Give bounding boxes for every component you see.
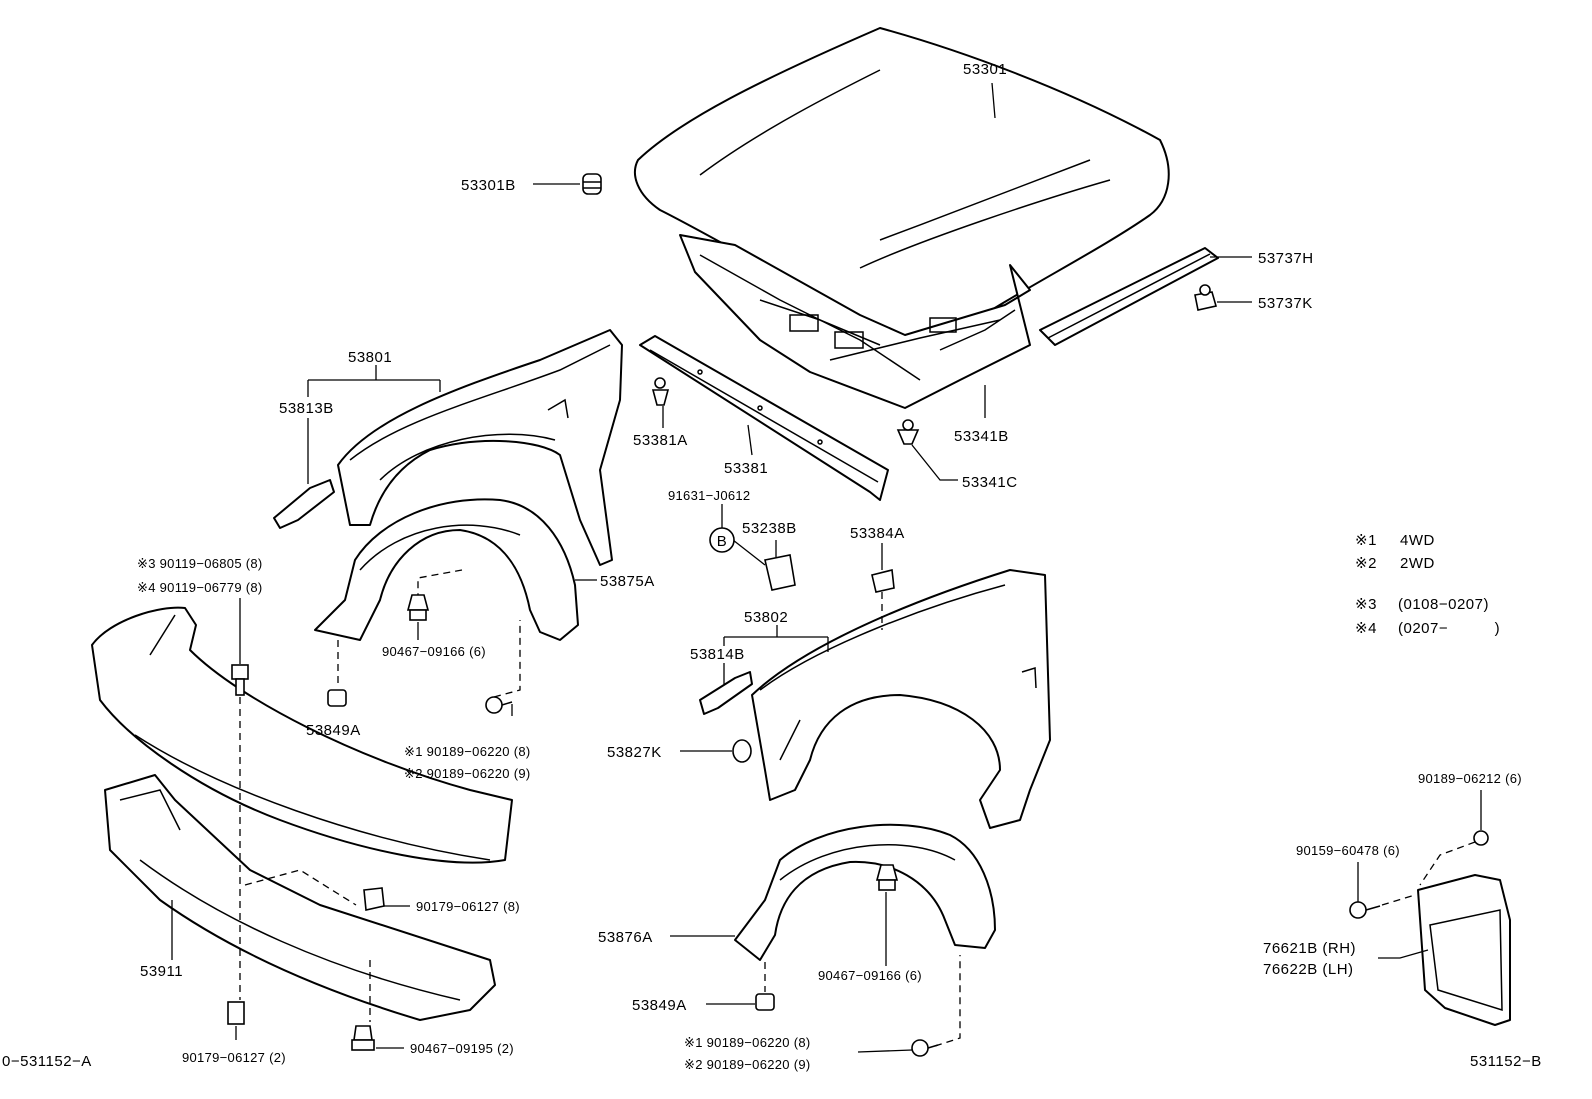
- bracket-53238b: [764, 554, 796, 591]
- legend-text-2: 2WD: [1400, 555, 1435, 572]
- callout-90189-06220-b2: ※2 90189−06220 (9): [684, 1057, 811, 1072]
- leader-lines: [171, 82, 1482, 1053]
- left-fender-panel: [337, 329, 623, 566]
- callout-76621b: 76621B (RH): [1263, 940, 1356, 957]
- callout-90119-06779: ※4 90119−06779 (8): [137, 580, 263, 595]
- bolt-90159-60478: [1349, 901, 1381, 919]
- callout-53814b: 53814B: [690, 646, 745, 663]
- screw-90189-06220-a: [485, 696, 513, 714]
- clip-53737k: [1194, 284, 1218, 311]
- callout-53381a: 53381A: [633, 432, 688, 449]
- mud-flap: [1417, 874, 1511, 1026]
- hood-cushion-53301b: [582, 173, 602, 195]
- legend-mark-2: ※2: [1355, 555, 1377, 572]
- nut-53849a-a: [327, 689, 347, 707]
- legend-mark-3: ※3: [1355, 596, 1377, 613]
- callout-90467-09195: 90467−09195 (2): [410, 1041, 514, 1056]
- right-fender-liner: [734, 823, 996, 961]
- left-fender-liner: [314, 498, 579, 641]
- legend-text-4: (0207− ): [1398, 620, 1500, 637]
- callout-53911: 53911: [140, 963, 183, 980]
- callout-53301: 53301: [963, 61, 1007, 78]
- callout-53238b: 53238B: [742, 520, 797, 537]
- callout-90189-06212: 90189−06212 (6): [1418, 771, 1522, 786]
- clip-90467-09166-b: [875, 864, 899, 891]
- callout-53737h: 53737H: [1258, 250, 1314, 267]
- callout-90189-06220-b1: ※1 90189−06220 (8): [684, 1035, 811, 1050]
- fender-bracket-53813b: [273, 479, 335, 529]
- legend-mark-4: ※4: [1355, 620, 1377, 637]
- callout-90189-06220-a1: ※1 90189−06220 (8): [404, 744, 531, 759]
- svg-text:B: B: [717, 533, 728, 550]
- hood-lock-support-53381: [639, 335, 889, 501]
- cushion-53384a: [871, 569, 895, 593]
- callout-53801: 53801: [348, 349, 392, 366]
- clip-90467-09166-a: [406, 594, 430, 621]
- right-fender-panel: [751, 569, 1051, 829]
- hood-inner-frame: [679, 234, 1031, 409]
- nut-90179-06127-a: [363, 887, 385, 911]
- callout-90189-06220-a2: ※2 90189−06220 (9): [404, 766, 531, 781]
- callout-90467-09166-b: 90467−09166 (6): [818, 968, 922, 983]
- legend-text-3: (0108−0207): [1398, 596, 1489, 613]
- seal-53827k: [732, 739, 752, 763]
- callout-90179-06127-a: 90179−06127 (8): [416, 899, 520, 914]
- callout-53341b: 53341B: [954, 428, 1009, 445]
- callout-53813b: 53813B: [279, 400, 334, 417]
- callout-53802: 53802: [744, 609, 788, 626]
- callout-90179-06127-b: 90179−06127 (2): [182, 1050, 286, 1065]
- circle-marker-b: B: [709, 527, 735, 553]
- front-bumper-cover: [91, 606, 513, 864]
- callout-53341c: 53341C: [962, 474, 1018, 491]
- callout-53876a: 53876A: [598, 929, 653, 946]
- callout-90159-60478: 90159−60478 (6): [1296, 843, 1400, 858]
- footer-code-right: 531152−B: [1470, 1053, 1542, 1070]
- bolt-90467-09195: [351, 1025, 375, 1051]
- nut-90179-06127-b: [227, 1001, 245, 1025]
- legend-mark-1: ※1: [1355, 532, 1377, 549]
- callout-53849a-b: 53849A: [632, 997, 687, 1014]
- callout-90467-09166-a: 90467−09166 (6): [382, 644, 486, 659]
- callout-53384a: 53384A: [850, 525, 905, 542]
- screw-90189-06220-b: [911, 1039, 939, 1057]
- screw-90189-06212: [1473, 830, 1489, 846]
- callout-53381: 53381: [724, 460, 768, 477]
- clip-53381a: [651, 377, 670, 406]
- clip-53341c: [896, 419, 920, 445]
- callout-53827k: 53827K: [607, 744, 662, 761]
- footer-code-left: 0−531152−A: [2, 1053, 92, 1070]
- legend-text-1: 4WD: [1400, 532, 1435, 549]
- fastener-paths: [239, 569, 1476, 1047]
- fender-bracket-53814b: [699, 671, 753, 715]
- callout-90119-06805: ※3 90119−06805 (8): [137, 556, 263, 571]
- callout-53301b: 53301B: [461, 177, 516, 194]
- hood-rear-support-53737h: [1039, 247, 1219, 346]
- legend: ※1 4WD ※2 2WD ※3 (0108−0207) ※4 (0207− ): [1355, 532, 1500, 637]
- callout-53849a-a: 53849A: [306, 722, 361, 739]
- bumper-reinforcement-53911: [104, 774, 496, 1021]
- callout-91631-j0612: 91631−J0612: [668, 488, 750, 503]
- nut-53849a-b: [755, 993, 775, 1011]
- callout-76622b: 76622B (LH): [1263, 961, 1354, 978]
- hood-panel: [634, 27, 1170, 343]
- callout-53875a: 53875A: [600, 573, 655, 590]
- part-number-labels: 53301 53301B 53737H 53737K 53341B 53341C…: [137, 61, 1522, 1072]
- callout-53737k: 53737K: [1258, 295, 1313, 312]
- bolt-90119: [231, 664, 249, 696]
